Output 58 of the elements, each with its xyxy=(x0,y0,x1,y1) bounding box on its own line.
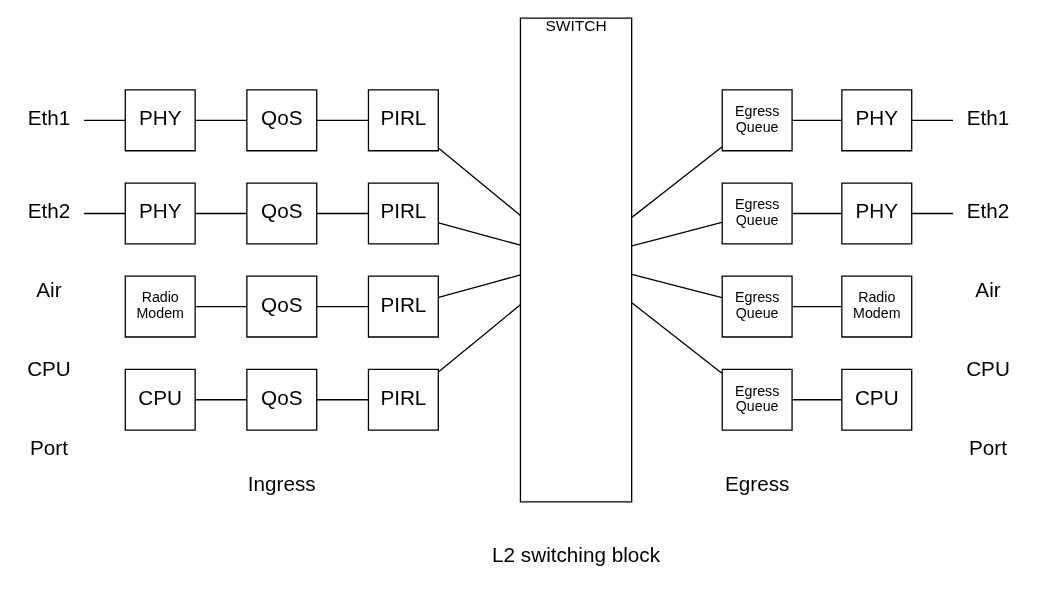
node-box: PIRL xyxy=(367,89,439,152)
node-box: PHY xyxy=(841,182,913,245)
connector xyxy=(194,305,248,308)
node-text: Eth2 xyxy=(27,199,71,223)
node-box: PHY xyxy=(841,89,913,152)
node-box: QoS xyxy=(246,368,318,431)
node-box: QoS xyxy=(246,275,318,338)
connector xyxy=(911,212,954,215)
node-box: PIRL xyxy=(367,182,439,245)
connector xyxy=(438,274,522,298)
connector xyxy=(316,119,369,121)
connector xyxy=(911,119,954,121)
node-text: Eth2 xyxy=(966,199,1010,223)
node-box: PHY xyxy=(124,89,196,152)
connector xyxy=(194,119,248,121)
node-box: PIRL xyxy=(367,368,439,431)
node-box: SWITCH xyxy=(519,17,633,503)
node-text: Eth1 xyxy=(966,106,1010,130)
connector xyxy=(316,305,369,308)
label: Air xyxy=(975,278,1001,302)
node-box: CPU xyxy=(841,368,913,431)
label: Egress xyxy=(724,472,790,496)
node-box: Radio Modem xyxy=(124,275,196,338)
label: L2 switching block xyxy=(492,543,660,567)
connector xyxy=(791,119,843,121)
connector xyxy=(438,147,522,217)
node-box: Radio Modem xyxy=(841,275,913,338)
connector xyxy=(316,399,369,401)
node-box: PIRL xyxy=(367,275,439,338)
connector xyxy=(631,221,723,247)
node-box: Egress Queue xyxy=(721,182,793,245)
label: Air xyxy=(36,278,62,302)
connector xyxy=(316,212,369,215)
connector xyxy=(631,146,723,219)
label: CPU xyxy=(966,357,1010,381)
label: Ingress xyxy=(247,472,316,496)
node-box: CPU xyxy=(124,368,196,431)
node-text: Eth1 xyxy=(27,106,71,130)
connector xyxy=(791,212,843,215)
label: Port xyxy=(969,436,1007,460)
connector xyxy=(83,119,126,121)
connector xyxy=(438,222,522,246)
connector xyxy=(631,273,723,299)
node-box: Egress Queue xyxy=(721,275,793,338)
node-box: QoS xyxy=(246,89,318,152)
connector xyxy=(791,305,843,308)
connector xyxy=(194,212,248,215)
node-box: QoS xyxy=(246,182,318,245)
label: Port xyxy=(30,436,68,460)
connector xyxy=(83,212,126,215)
node-box: PHY xyxy=(124,182,196,245)
connector xyxy=(631,302,723,374)
node-box: Egress Queue xyxy=(721,89,793,152)
connector xyxy=(791,399,843,401)
connector xyxy=(194,399,248,401)
connector xyxy=(438,304,522,373)
label: CPU xyxy=(27,357,71,381)
node-box: Egress Queue xyxy=(721,368,793,431)
